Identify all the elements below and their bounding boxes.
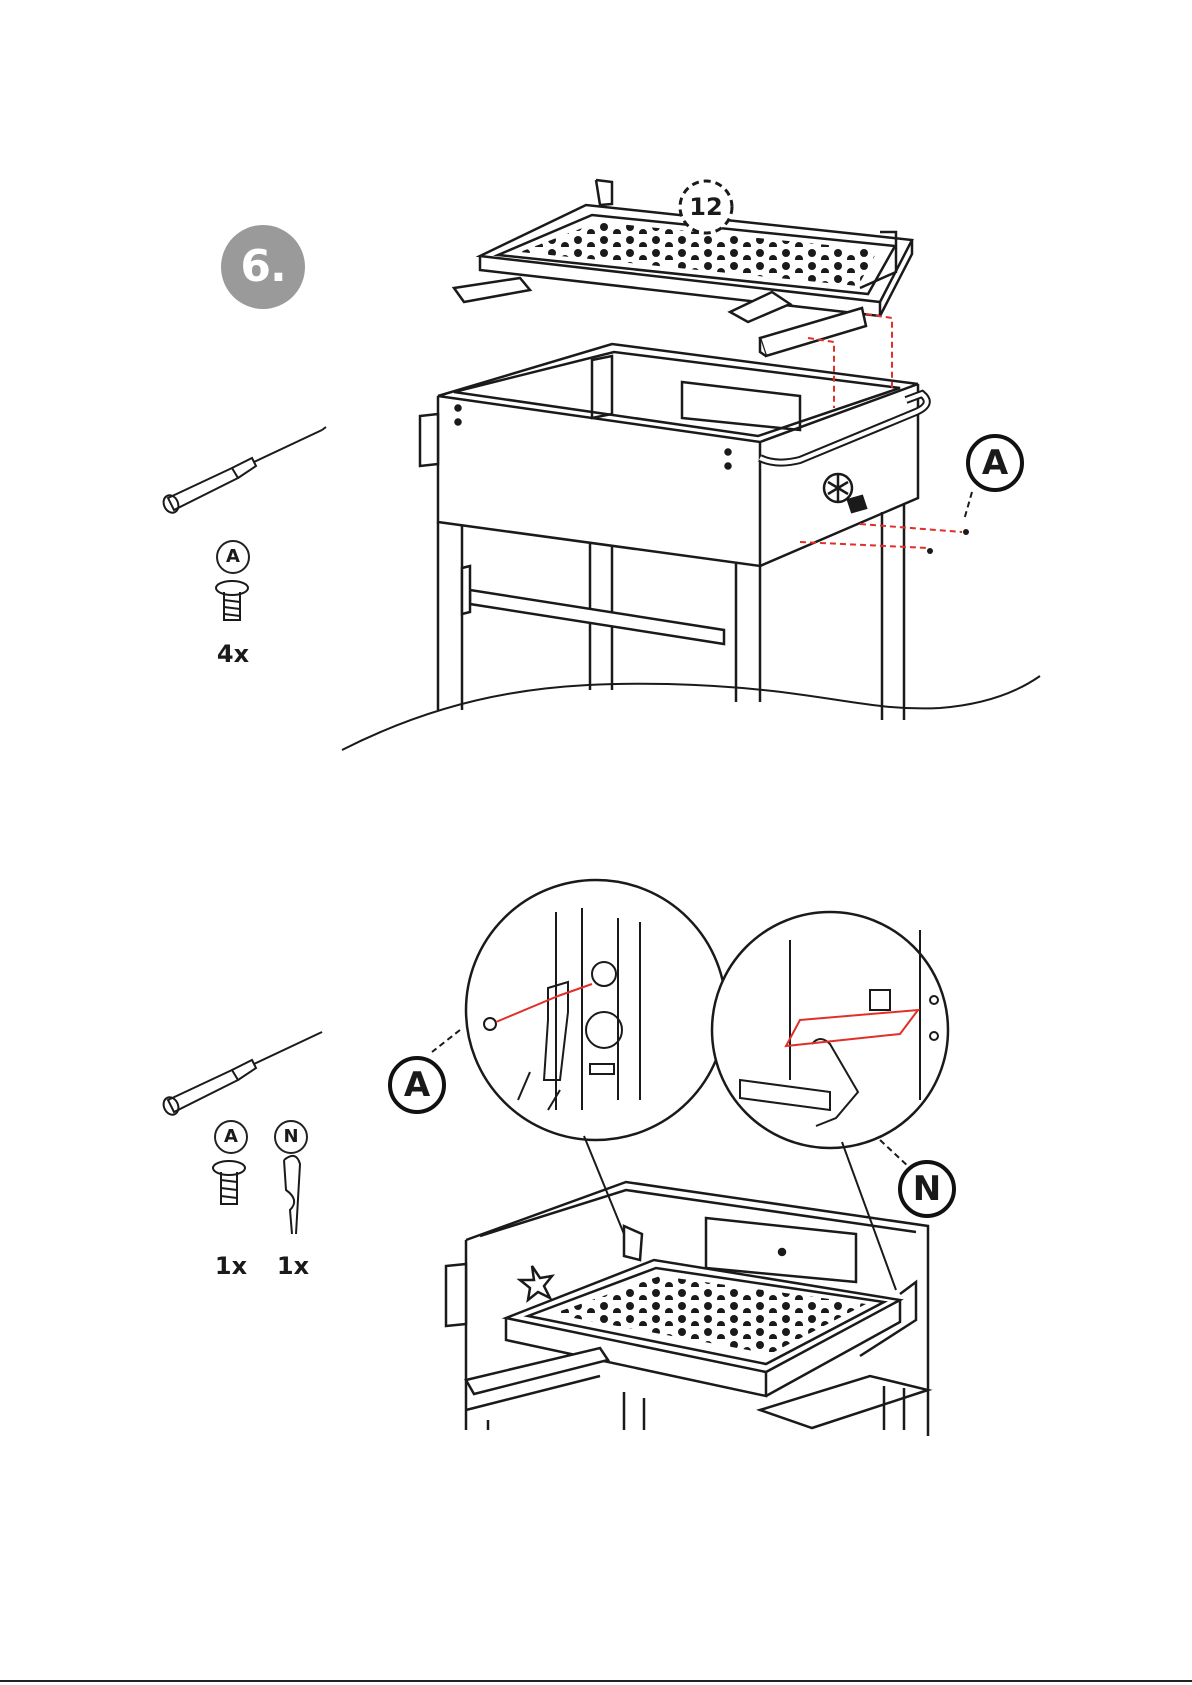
top-screwdriver-icon [161,427,326,515]
bottom-screw-part-label: A [214,1120,248,1154]
top-grill-legs [438,504,904,720]
bottom-detail-right [712,912,948,1148]
top-ground-curve [342,676,1040,750]
bottom-fire-pan [506,1260,916,1396]
bottom-screw-icon [213,1161,245,1204]
bottom-screw-quantity: 1x [206,1252,256,1280]
page-bottom-rule [0,1680,1192,1682]
bottom-clip-icon [284,1156,300,1234]
bottom-clip-part-label: N [274,1120,308,1154]
top-screw-icon [216,581,248,620]
step-number-badge: 6. [221,225,305,309]
bottom-callout-left-letter: A [388,1056,446,1114]
top-screws [927,529,969,554]
bottom-screwdriver-icon [161,1032,322,1117]
top-screw-part-label: A [216,540,250,574]
pan-callout-number: 12 [686,192,726,222]
top-callout-letter: A [966,434,1024,492]
top-grill-body [420,344,927,566]
bottom-clip-quantity: 1x [268,1252,318,1280]
top-callout-leader [964,492,972,520]
bottom-detail-left [466,880,726,1140]
top-support-rails [760,308,866,356]
bottom-lower-rails [466,1348,928,1430]
bottom-callout-right-letter: N [898,1160,956,1218]
top-screw-quantity: 4x [206,640,260,668]
